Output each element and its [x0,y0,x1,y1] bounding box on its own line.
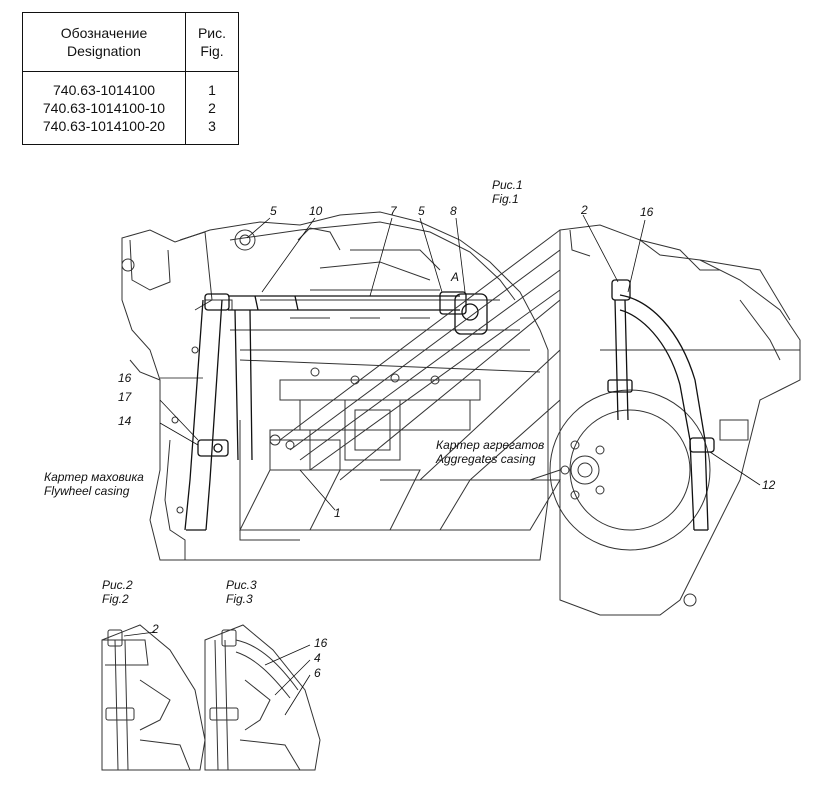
callout-2-fig2: 2 [152,622,159,636]
designation-header-en: Designation [67,43,141,59]
callout-5-right: 5 [418,204,425,218]
fig1-caption: Рис.1 Fig.1 [492,178,523,206]
callout-2: 2 [581,203,588,217]
fig3-caption: Рис.3 Fig.3 [226,578,257,606]
fig1-title-ru: Рис.1 [492,178,523,192]
callout-12: 12 [762,478,776,492]
fig-row-3: 3 [208,118,216,134]
callout-14: 14 [118,414,132,428]
callout-1: 1 [334,506,341,520]
aggregates-casing-caption: Картер агрегатов Aggregates casing [436,438,544,466]
callout-4-fig3: 4 [314,651,321,665]
callout-10: 10 [309,204,323,218]
section-planes [239,229,561,531]
callout-17: 17 [118,390,132,404]
vertical-pipe [184,293,230,531]
fig-row-2: 2 [208,100,216,116]
designation-table: Обозначение Designation Рис. Fig. 740.63… [22,12,239,145]
fig-header-cell: Рис. Fig. [185,12,239,72]
callout-16-right: 16 [640,205,654,219]
fig3-inset [204,624,321,771]
flywheel-casing-caption: Картер маховика Flywheel casing [44,470,144,498]
designation-row-1: 740.63-1014100 [53,82,155,98]
fig-row-1: 1 [208,82,216,98]
fig-header-ru: Рис. [197,25,227,41]
leader-lines [123,214,761,716]
fig1-title-en: Fig.1 [492,192,519,206]
aggregates-casing-en: Aggregates casing [436,452,536,466]
callout-a: A [451,270,460,284]
flywheel-housing [549,224,801,616]
designation-row-3: 740.63-1014100-20 [42,118,166,134]
fig3-title-en: Fig.3 [226,592,253,606]
designation-row-2: 740.63-1014100-10 [42,100,166,116]
aggregates-casing-ru: Картер агрегатов [436,438,545,452]
designation-values-cell: 740.63-1014100 740.63-1014100-10 740.63-… [22,71,186,145]
fig2-title-en: Fig.2 [102,592,129,606]
callout-5-left: 5 [270,204,277,218]
fig-values-cell: 1 2 3 [185,71,239,145]
callout-16-left: 16 [118,371,132,385]
right-pipe [607,279,715,531]
callout-8: 8 [450,204,457,218]
fig2-inset [101,624,206,771]
fig2-caption: Рис.2 Fig.2 [102,578,133,606]
flywheel-casing-ru: Картер маховика [44,470,144,484]
fig3-title-ru: Рис.3 [226,578,257,592]
callout-7: 7 [390,204,397,218]
designation-header-ru: Обозначение [60,25,148,41]
fig-header-en: Fig. [200,43,224,59]
callout-16-fig3: 16 [314,636,328,650]
designation-header-cell: Обозначение Designation [22,12,186,72]
horizontal-pipe [228,291,488,461]
callout-6-fig3: 6 [314,666,321,680]
fig2-title-ru: Рис.2 [102,578,133,592]
flywheel-casing-en: Flywheel casing [44,484,130,498]
